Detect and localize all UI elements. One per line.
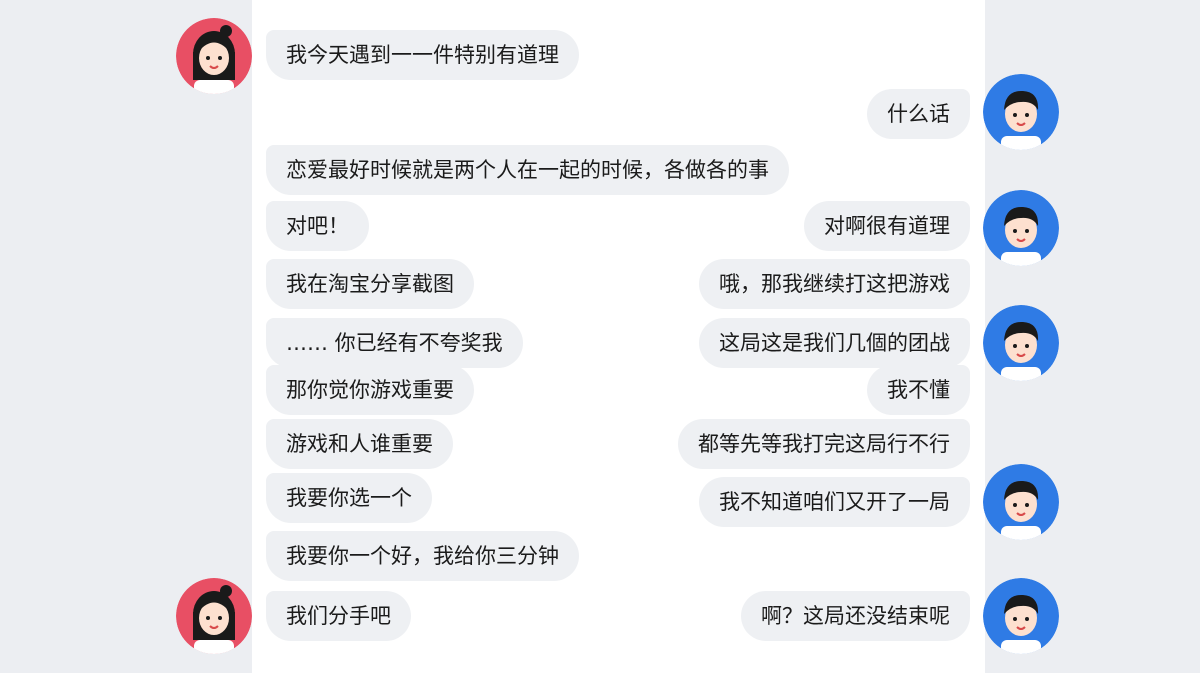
girl-face-icon xyxy=(176,18,252,94)
message-bubble-boy[interactable]: 我不懂 xyxy=(867,365,970,415)
boy-face-icon xyxy=(983,305,1059,381)
message-bubble-boy[interactable]: 什么话 xyxy=(867,89,970,139)
message-bubble-boy[interactable]: 对啊很有道理 xyxy=(804,201,970,251)
message-bubble-boy[interactable]: 都等先等我打完这局行不行 xyxy=(678,419,970,469)
message-bubble-boy[interactable]: 啊？这局还没结束呢 xyxy=(741,591,970,641)
boy-avatar[interactable] xyxy=(983,305,1059,381)
boy-avatar[interactable] xyxy=(983,578,1059,654)
boy-avatar[interactable] xyxy=(983,190,1059,266)
boy-face-icon xyxy=(983,74,1059,150)
message-bubble-girl[interactable]: 对吧！ xyxy=(266,201,369,251)
message-bubble-girl[interactable]: 我在淘宝分享截图 xyxy=(266,259,474,309)
boy-face-icon xyxy=(983,464,1059,540)
boy-face-icon xyxy=(983,190,1059,266)
message-bubble-boy[interactable]: 我不知道咱们又开了一局 xyxy=(699,477,970,527)
message-bubble-girl[interactable]: 那你觉你游戏重要 xyxy=(266,365,474,415)
girl-face-icon xyxy=(176,578,252,654)
message-bubble-girl[interactable]: 我们分手吧 xyxy=(266,591,411,641)
boy-face-icon xyxy=(983,578,1059,654)
message-bubble-girl[interactable]: 恋爱最好时候就是两个人在一起的时候，各做各的事 xyxy=(266,145,789,195)
girl-avatar[interactable] xyxy=(176,18,252,94)
message-bubble-girl[interactable]: …… 你已经有不夸奖我 xyxy=(266,318,523,368)
boy-avatar[interactable] xyxy=(983,74,1059,150)
message-bubble-girl[interactable]: 我要你选一个 xyxy=(266,473,432,523)
left-margin xyxy=(0,0,252,673)
girl-avatar[interactable] xyxy=(176,578,252,654)
boy-avatar[interactable] xyxy=(983,464,1059,540)
message-bubble-girl[interactable]: 我要你一个好，我给你三分钟 xyxy=(266,531,579,581)
message-bubble-girl[interactable]: 我今天遇到一一件特别有道理 xyxy=(266,30,579,80)
message-bubble-boy[interactable]: 哦，那我继续打这把游戏 xyxy=(699,259,970,309)
message-bubble-boy[interactable]: 这局这是我们几個的团战 xyxy=(699,318,970,368)
message-bubble-girl[interactable]: 游戏和人谁重要 xyxy=(266,419,453,469)
